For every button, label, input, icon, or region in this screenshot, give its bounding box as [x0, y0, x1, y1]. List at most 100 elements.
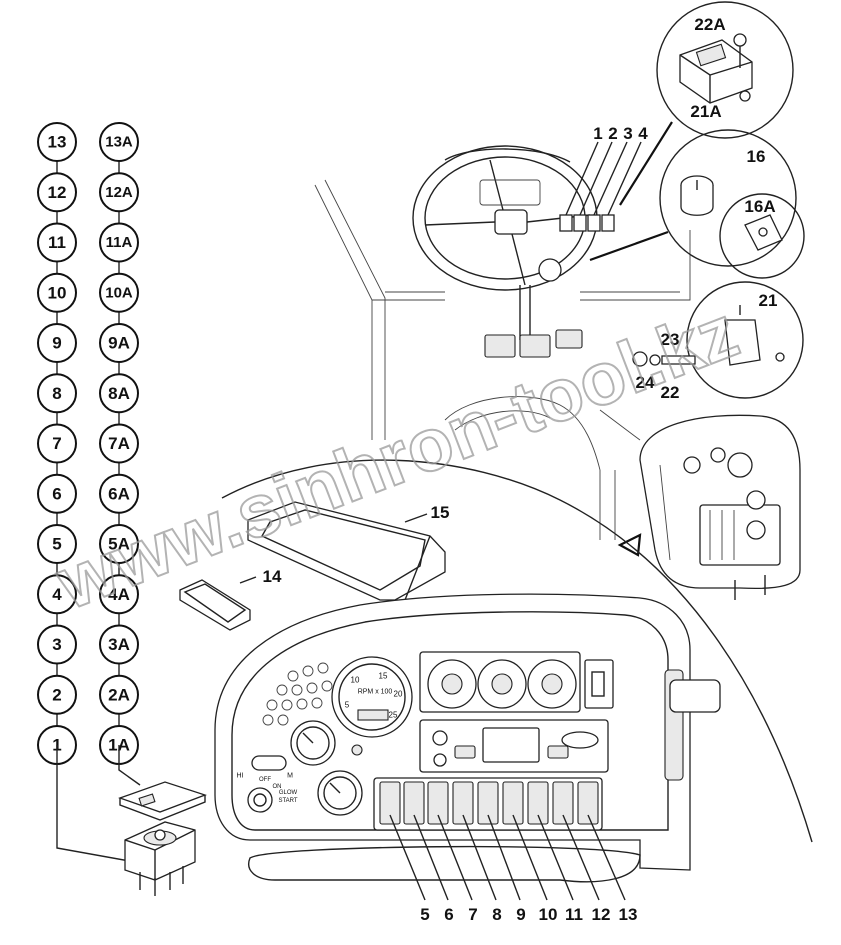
callout-label: 10	[48, 283, 67, 302]
bottom-label-12: 12	[592, 905, 611, 924]
callout-label: 13	[48, 133, 67, 152]
rocker-switch-assembly	[56, 745, 207, 896]
steering-wheel	[412, 145, 615, 358]
callout-label: 11A	[106, 234, 133, 251]
hi-label: HI	[237, 773, 244, 780]
label-21A: 21A	[690, 102, 721, 121]
callout-circle	[99, 473, 139, 514]
callout-circle	[99, 222, 139, 263]
ign-glow: GLOW	[279, 790, 298, 796]
callout-circle	[37, 574, 77, 615]
callout-right-11a: 11A	[99, 222, 139, 263]
callout-right-7a: 7A	[99, 423, 139, 464]
callout-left-13: 13	[37, 122, 77, 162]
callout-circle	[99, 122, 139, 162]
callout-label: 10A	[105, 284, 133, 301]
callout-columns: 1312111098765432113A12A11A10A9A8A7A6A5A4…	[37, 122, 139, 765]
rpm-unit: RPM x 100	[358, 689, 393, 696]
bottom-label-5: 5	[420, 905, 429, 924]
warning-lamps	[262, 662, 333, 726]
bottom-label-11: 11	[565, 905, 583, 924]
callout-label: 4A	[108, 585, 130, 604]
callout-right-8a: 8A	[99, 373, 139, 414]
rpm-tick-20: 20	[394, 690, 403, 699]
callout-circle	[99, 674, 139, 715]
callout-left-2: 2	[37, 674, 77, 715]
callout-circle	[99, 624, 139, 665]
callout-left-7: 7	[37, 423, 77, 464]
callout-right-5a: 5A	[99, 524, 139, 564]
leaders-5-13	[389, 814, 626, 901]
callout-right-9a: 9A	[99, 323, 139, 363]
bottom-label-8: 8	[492, 905, 501, 924]
callout-label: 6A	[108, 484, 130, 503]
bottom-label-6: 6	[444, 905, 453, 924]
hardware	[632, 351, 696, 367]
detail-sweep-arc	[221, 459, 813, 843]
callout-left-12: 12	[37, 172, 77, 213]
rpm-tick-15: 15	[379, 672, 388, 681]
callout-label: 12A	[105, 184, 133, 201]
callout-label: 3A	[108, 635, 130, 654]
callout-circle	[99, 423, 139, 464]
callout-label: 2A	[108, 685, 130, 704]
buzzer-detail	[686, 281, 804, 399]
bottom-label-13: 13	[619, 905, 638, 924]
callout-left-11: 11	[37, 222, 77, 263]
callout-circle	[37, 172, 77, 213]
label-14: 14	[263, 567, 282, 586]
callout-label: 4	[52, 585, 62, 604]
callout-circle	[37, 272, 77, 313]
callout-label: 8A	[108, 384, 130, 403]
callout-circle	[37, 323, 77, 363]
callout-right-10a: 10A	[99, 272, 139, 313]
callout-circle	[37, 473, 77, 514]
callout-right-12a: 12A	[99, 172, 139, 213]
ign-on: ON	[273, 784, 282, 790]
label-23: 23	[661, 330, 680, 349]
ign-start: START	[278, 798, 297, 804]
callout-right-6a: 6A	[99, 473, 139, 514]
callout-label: 11	[48, 233, 66, 252]
callout-label: 9A	[108, 334, 130, 353]
callout-circle	[99, 373, 139, 414]
rpm-tick-5: 5	[345, 701, 350, 710]
callout-right-13a: 13A	[99, 122, 139, 162]
bottom-label-7: 7	[468, 905, 477, 924]
ign-off: OFF	[259, 777, 271, 783]
callout-circle	[37, 423, 77, 464]
callout-label: 7	[52, 434, 61, 453]
callout-circle	[37, 373, 77, 414]
callout-label: 2	[52, 685, 61, 704]
callout-left-4: 4	[37, 574, 77, 615]
callout-right-3a: 3A	[99, 624, 139, 665]
cab-frame	[314, 179, 691, 540]
callout-circle	[37, 122, 77, 162]
label-3: 3	[623, 124, 632, 143]
callout-circle	[99, 172, 139, 213]
rpm-tick-25: 25	[389, 711, 398, 720]
label-21: 21	[759, 291, 778, 310]
rpm-tick-10: 10	[351, 676, 360, 685]
callout-left-8: 8	[37, 373, 77, 414]
leader-15	[404, 513, 428, 523]
callout-circle	[37, 222, 77, 263]
callout-label: 6	[52, 484, 61, 503]
m-label: M	[287, 773, 293, 780]
leaders-1-4	[565, 141, 642, 216]
label-4: 4	[638, 124, 648, 143]
callout-circle	[99, 272, 139, 313]
bottom-label-9: 9	[516, 905, 525, 924]
cover-15	[247, 501, 446, 601]
label-16A: 16A	[744, 197, 775, 216]
ignition-detail	[589, 129, 805, 279]
callout-circle	[37, 674, 77, 715]
console-small	[639, 414, 801, 600]
callout-circle	[99, 323, 139, 363]
callout-circle	[37, 524, 77, 564]
dashboard-main: RPM x 100 5 10 15 20 25 HI M OFF ON	[214, 593, 721, 901]
callout-label: 3	[52, 635, 61, 654]
callout-left-10: 10	[37, 272, 77, 313]
callout-label: 9	[52, 334, 61, 353]
